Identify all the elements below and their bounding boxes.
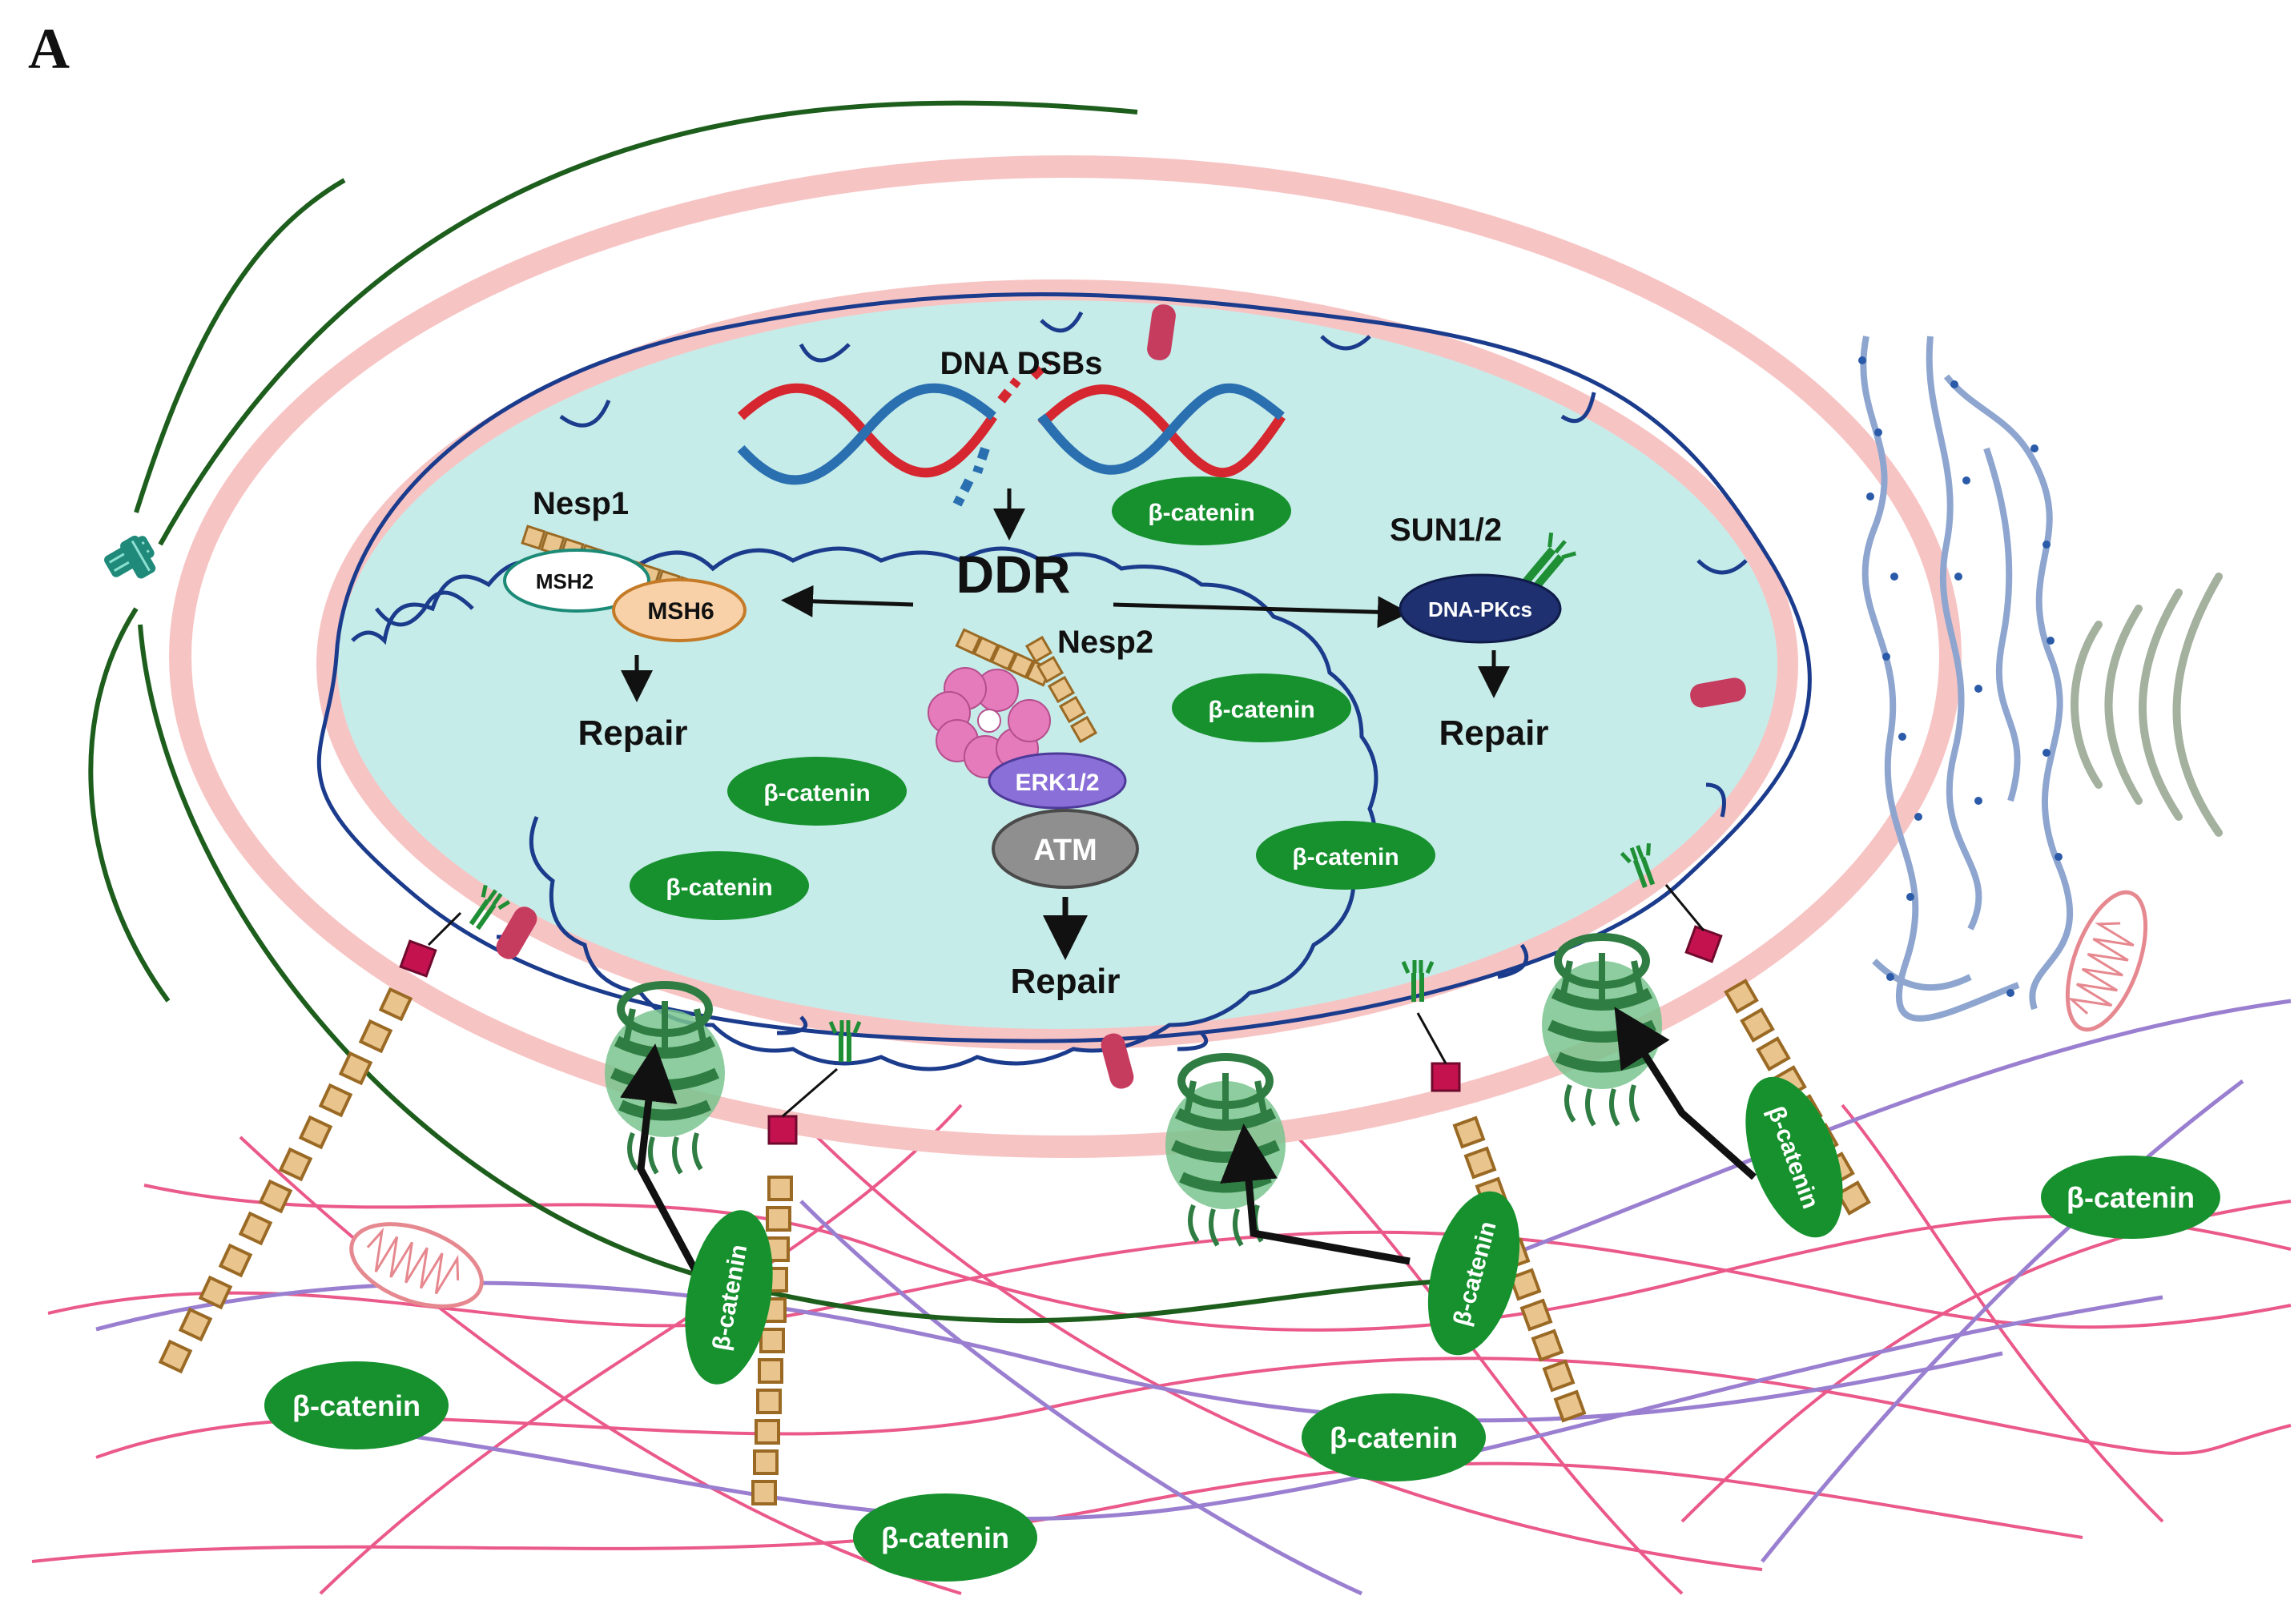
dnapkcs-protein xyxy=(1399,573,1562,644)
linc-complexes xyxy=(399,842,1723,1145)
beta-catenin-nuclear xyxy=(727,757,907,826)
msh6-protein xyxy=(612,578,747,642)
beta-catenin-nuclear xyxy=(1256,821,1435,890)
outer-nuclear-membrane xyxy=(169,155,1962,1158)
cytoplasmic-beta-catenin-group: β-catenin β-catenin β-catenin β-catenin … xyxy=(264,1076,2220,1582)
microtubules xyxy=(88,100,1443,1324)
arrow-ddr-to-nesp1 xyxy=(781,585,914,617)
dna-dsbs-label: DNA DSBs xyxy=(940,346,1103,381)
nesp2-filament xyxy=(955,628,1098,744)
beta-catenin-cytoplasmic xyxy=(853,1493,1037,1582)
nuclear-beta-catenin-group: β-catenin β-catenin β-catenin β-catenin … xyxy=(630,476,1435,920)
beta-catenin-cytoplasmic xyxy=(264,1361,449,1449)
endoplasmic-reticulum xyxy=(1860,336,2074,1022)
kash-domain xyxy=(399,939,437,978)
beta-catenin-cytoplasmic xyxy=(1745,1076,1843,1238)
arrow-ddr-to-dnapkcs xyxy=(1113,596,1410,629)
nesp2-label: Nesp2 xyxy=(1057,625,1153,660)
atm-protein xyxy=(992,809,1139,889)
mitochondrion xyxy=(349,1222,484,1308)
repair-center-label: Repair xyxy=(1011,962,1121,1001)
repair-left-label: Repair xyxy=(578,714,688,753)
golgi-apparatus xyxy=(2071,573,2223,837)
beta-catenin-nuclear-label: β-catenin xyxy=(1208,697,1314,723)
nuclear-pore-complex xyxy=(605,985,725,1173)
intermediate-filaments xyxy=(95,999,2292,1596)
beta-catenin-nuclear-label: β-catenin xyxy=(1292,844,1399,870)
kash-domain xyxy=(1684,925,1723,963)
msh6-label: MSH6 xyxy=(647,598,714,625)
beta-catenin-cytoplasmic xyxy=(685,1210,773,1385)
nesprin-linkers xyxy=(427,884,1705,1118)
beta-catenin-nuclear-label: β-catenin xyxy=(763,780,870,806)
panel-label: A xyxy=(28,17,70,81)
beta-catenin-nuclear xyxy=(1172,673,1351,742)
atm-label: ATM xyxy=(1033,834,1097,867)
erk12-protein xyxy=(988,752,1127,810)
beta-catenin-cytoplasmic xyxy=(1427,1191,1520,1356)
beta-catenin-nuclear xyxy=(630,851,809,920)
beta-catenin-nuclear-label: β-catenin xyxy=(666,874,772,901)
kash-domain xyxy=(1431,1062,1461,1092)
mitochondrion xyxy=(2065,890,2148,1032)
beta-catenin-cytoplasmic xyxy=(2041,1156,2220,1239)
beta-catenin-nuclear xyxy=(1112,476,1291,545)
nuclear-pore-complex xyxy=(1542,937,1662,1125)
import-arrows xyxy=(620,1007,1757,1276)
beta-catenin-cytoplasmic xyxy=(1302,1393,1486,1481)
centrosome xyxy=(104,535,156,579)
ddr-label: DDR xyxy=(956,545,1071,604)
nuclear-membrane-proteins xyxy=(496,304,1746,1089)
ribosomes xyxy=(1858,356,2063,997)
actin-filaments xyxy=(31,1103,2292,1595)
nesp1-label: Nesp1 xyxy=(533,486,629,521)
beta-catenin-cytoplasmic-label: β-catenin xyxy=(292,1389,421,1422)
sun12-label: SUN1/2 xyxy=(1390,513,1502,548)
kash-domain xyxy=(767,1115,798,1145)
dna-double-helix xyxy=(737,356,1286,507)
beta-catenin-cytoplasmic-label: β-catenin xyxy=(2067,1181,2195,1214)
beta-catenin-cytoplasmic-label: β-catenin xyxy=(881,1521,1009,1554)
erk12-label: ERK1/2 xyxy=(1015,770,1099,796)
beta-catenin-nuclear-label: β-catenin xyxy=(1148,500,1254,526)
beta-catenin-cytoplasmic-label: β-catenin xyxy=(1330,1421,1458,1454)
dnapkcs-label: DNA-PKcs xyxy=(1428,597,1532,621)
msh2-label: MSH2 xyxy=(536,569,594,593)
repair-right-label: Repair xyxy=(1439,714,1549,753)
msh2-protein xyxy=(503,549,650,613)
nuclear-pore-complex xyxy=(1165,1057,1286,1245)
